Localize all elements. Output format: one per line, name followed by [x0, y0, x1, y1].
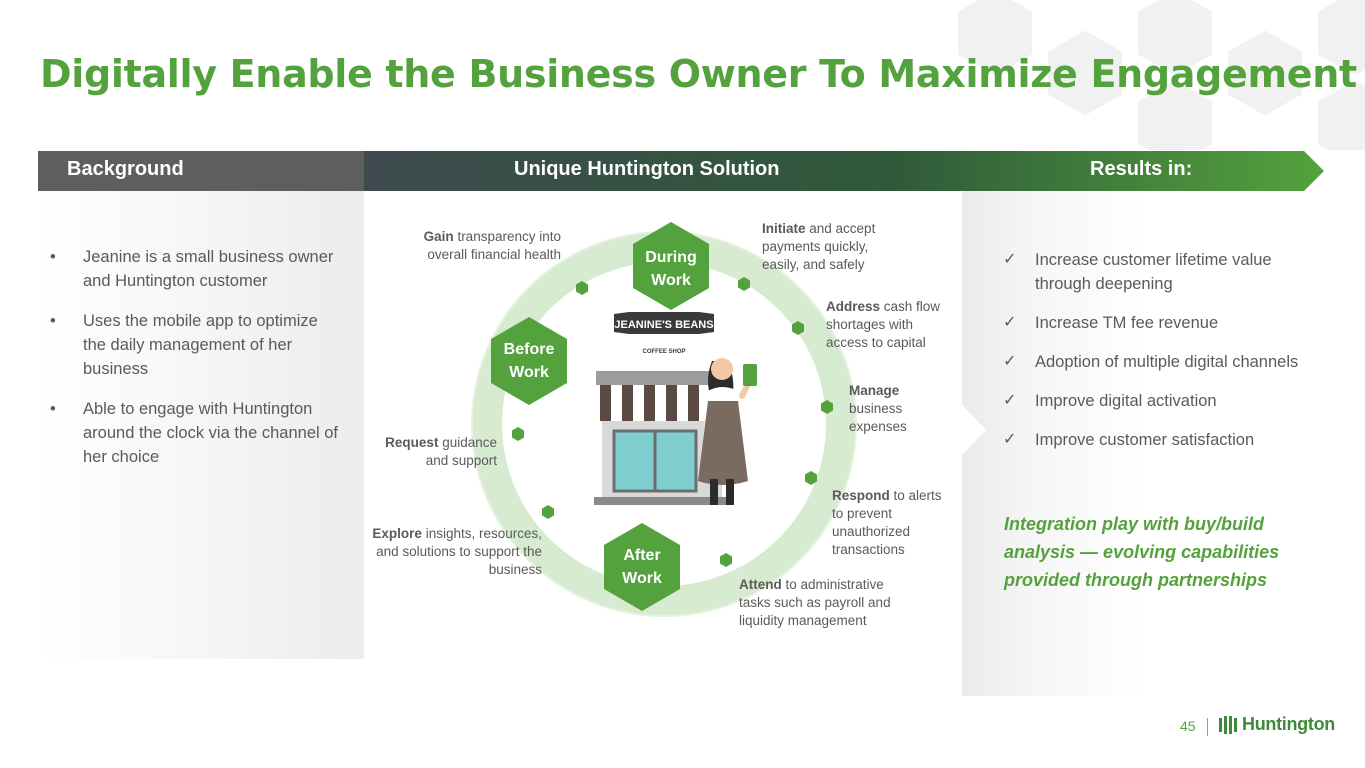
annotation-request: Request guidance and support [385, 435, 497, 468]
list-item: ✓Increase TM fee revenue [1003, 311, 1323, 335]
check-icon: ✓ [1003, 251, 1017, 268]
svg-text:During: During [645, 249, 697, 266]
ring-dot [792, 321, 804, 335]
svg-text:Before: Before [504, 341, 555, 358]
annotation-gain: Gain transparency into overall financial… [423, 229, 561, 262]
annotation-attend: Attend to administrative tasks such as p… [739, 577, 891, 628]
business-owner-illustration [698, 358, 757, 505]
bullet-icon: • [50, 248, 56, 266]
svg-text:Work: Work [509, 364, 549, 381]
ring-dot [512, 427, 524, 441]
ring-dot [738, 277, 750, 291]
annotation-explore: Explore insights, resources, and solutio… [372, 526, 542, 577]
header-arrow-band [38, 151, 1324, 211]
list-item: ✓Adoption of multiple digital channels [1003, 350, 1323, 374]
ring-dot [821, 400, 833, 414]
ring-dot [720, 553, 732, 567]
ring-dot-markers [512, 277, 833, 567]
solution-header-label: Unique Huntington Solution [514, 158, 780, 180]
huntington-logo: Huntington [1218, 714, 1335, 735]
list-item: •Able to engage with Huntington around t… [50, 397, 340, 469]
huntington-logo-text: Huntington [1242, 714, 1335, 734]
annotation-address: Address cash flow shortages with access … [826, 299, 941, 350]
list-item: ✓Improve customer satisfaction [1003, 428, 1323, 452]
huntington-logo-icon [1219, 715, 1237, 734]
before-work-hexagon: Before Work [491, 317, 567, 405]
ring-dot [805, 471, 817, 485]
check-icon: ✓ [1003, 314, 1017, 331]
bullet-icon: • [50, 312, 56, 330]
engagement-cycle-diagram: JEANINE'S BEANS COFFEE SHOP [471, 222, 857, 617]
results-panel [962, 191, 1365, 696]
results-panel-notch [962, 405, 986, 455]
svg-text:After: After [623, 547, 660, 564]
results-check-list: ✓Increase customer lifetime value throug… [1003, 248, 1323, 467]
annotation-manage: Manage business expenses [849, 383, 907, 434]
check-icon: ✓ [1003, 431, 1017, 448]
annotation-initiate: Initiate and accept payments quickly, ea… [762, 221, 876, 272]
results-header-label: Results in: [1090, 158, 1193, 180]
hexagon-background-pattern [952, 0, 1365, 150]
annotation-respond: Respond to alerts to prevent unauthorize… [832, 488, 942, 557]
list-item: ✓Increase customer lifetime value throug… [1003, 248, 1323, 296]
ring-dot [576, 281, 588, 295]
background-header-label: Background [67, 158, 184, 180]
svg-text:Work: Work [622, 570, 662, 587]
integration-statement: Integration play with buy/build analysis… [1004, 514, 1280, 590]
list-item: ✓Improve digital activation [1003, 389, 1323, 413]
check-icon: ✓ [1003, 392, 1017, 409]
bullet-icon: • [50, 400, 56, 418]
check-icon: ✓ [1003, 353, 1017, 370]
after-work-hexagon: After Work [604, 523, 680, 611]
page-title: Digitally Enable the Business Owner To M… [40, 52, 1357, 96]
list-item: •Jeanine is a small business owner and H… [50, 245, 340, 293]
svg-text:Work: Work [651, 272, 691, 289]
background-bullet-list: •Jeanine is a small business owner and H… [50, 245, 340, 485]
sign-name: JEANINE'S BEANS [614, 319, 713, 331]
sign-subtitle: COFFEE SHOP [642, 349, 685, 355]
page-number: 45 [1180, 718, 1196, 734]
list-item: •Uses the mobile app to optimize the dai… [50, 309, 340, 381]
during-work-hexagon: During Work [633, 222, 709, 310]
coffee-shop-sign: JEANINE'S BEANS COFFEE SHOP [614, 312, 714, 355]
ring-dot [542, 505, 554, 519]
footer-divider [1207, 718, 1208, 736]
background-panel [38, 191, 364, 659]
